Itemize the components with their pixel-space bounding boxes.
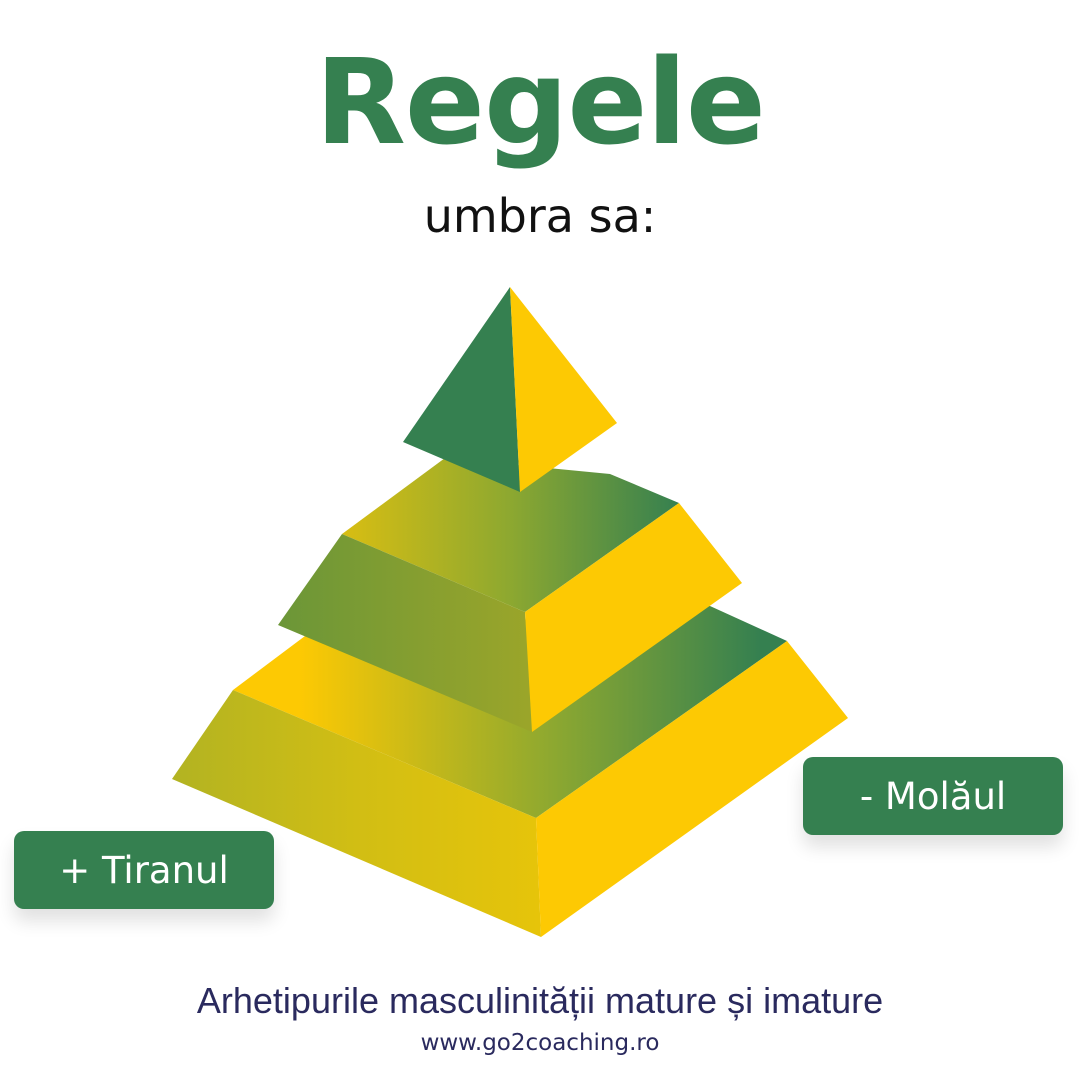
pyramid-middle-layer [278, 458, 742, 732]
page-subtitle: umbra sa: [423, 189, 657, 243]
middle-layer-left-face [278, 534, 532, 732]
middle-layer-top-face [342, 458, 679, 612]
bottom-layer-right-face [536, 641, 848, 937]
page-title: Regele [315, 33, 766, 171]
apex-right-face [510, 287, 617, 492]
apex-left-face [403, 287, 520, 492]
bottom-layer-left-face [172, 690, 541, 937]
website-link[interactable]: www.go2coaching.ro [420, 1030, 660, 1056]
pyramid-apex [403, 287, 617, 492]
label-tiranul: + Tiranul [14, 831, 274, 909]
caption: Arhetipurile masculinității mature și im… [196, 980, 884, 1021]
label-molaul: - Molăul [803, 757, 1063, 835]
middle-layer-right-face [525, 503, 742, 732]
